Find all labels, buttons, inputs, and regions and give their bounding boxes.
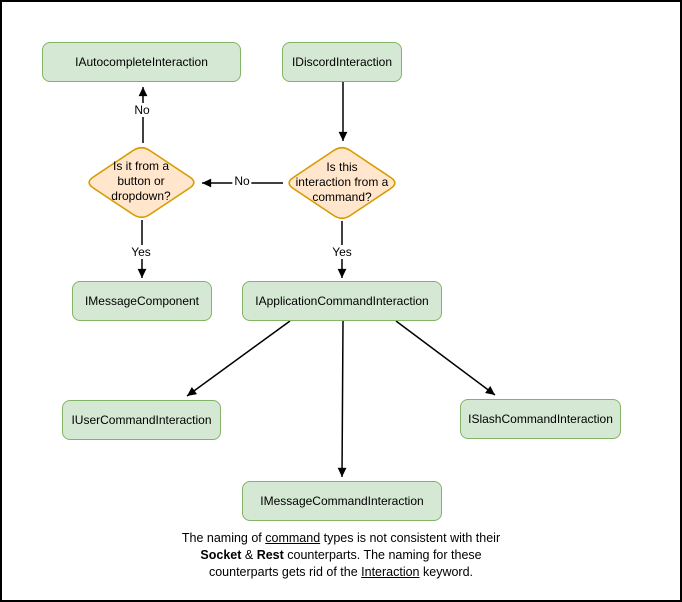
decision-line: button or: [117, 174, 165, 188]
caption-text: counterparts. The naming for these: [283, 548, 482, 562]
node-user-command-interaction: IUserCommandInteraction: [62, 400, 221, 440]
edge-application-command-to-slash-command: [395, 320, 496, 396]
node-label: IDiscordInteraction: [291, 55, 393, 69]
caption-line-1: The naming of command types is not consi…: [2, 530, 680, 547]
decision-line: Is it from a: [112, 159, 169, 173]
decision-line: Is this: [326, 160, 358, 174]
caption-note: The naming of command types is not consi…: [2, 530, 680, 581]
caption-line-2: Socket & Rest counterparts. The naming f…: [2, 547, 680, 564]
caption-text: The naming of: [181, 531, 266, 545]
caption-underlined-interaction: Interaction: [361, 565, 420, 579]
edge-label-yes: Yes: [129, 245, 153, 259]
node-autocomplete-interaction: IAutocompleteInteraction: [42, 42, 241, 82]
node-label: IUserCommandInteraction: [71, 413, 212, 427]
decision-line: command?: [312, 190, 372, 204]
edge-label-yes: Yes: [330, 245, 354, 259]
decision-label-button-dropdown: Is it from a button or dropdown?: [91, 159, 191, 204]
node-label: IApplicationCommandInteraction: [255, 294, 429, 308]
decision-label-from-command: Is this interaction from a command?: [289, 160, 395, 205]
decision-diamond-button-dropdown: [88, 146, 195, 219]
node-label: IMessageCommandInteraction: [260, 494, 424, 508]
node-discord-interaction: IDiscordInteraction: [282, 42, 402, 82]
caption-bold-rest: Rest: [256, 548, 284, 562]
edge-label-no: No: [132, 103, 152, 117]
node-label: IMessageComponent: [84, 294, 200, 308]
caption-line-3: counterparts gets rid of the Interaction…: [2, 564, 680, 581]
caption-text: &: [241, 548, 257, 562]
decision-line: interaction from a: [295, 175, 389, 189]
edge-label-no: No: [232, 174, 252, 188]
node-message-component: IMessageComponent: [72, 281, 212, 321]
caption-text: types is not consistent with their: [320, 531, 501, 545]
caption-text: keyword.: [419, 565, 474, 579]
node-slash-command-interaction: ISlashCommandInteraction: [460, 399, 621, 439]
node-label: ISlashCommandInteraction: [468, 412, 613, 426]
edge-application-command-to-message-command: [337, 320, 347, 478]
node-message-command-interaction: IMessageCommandInteraction: [242, 481, 442, 521]
node-label: IAutocompleteInteraction: [75, 55, 208, 69]
caption-text: counterparts gets rid of the: [208, 565, 362, 579]
decision-line: dropdown?: [111, 189, 171, 203]
caption-underlined-command: command: [265, 531, 321, 545]
edge-application-command-to-user-command: [186, 320, 291, 397]
node-application-command-interaction: IApplicationCommandInteraction: [242, 281, 442, 321]
caption-bold-socket: Socket: [200, 548, 242, 562]
decision-diamond-from-command: [288, 146, 396, 220]
